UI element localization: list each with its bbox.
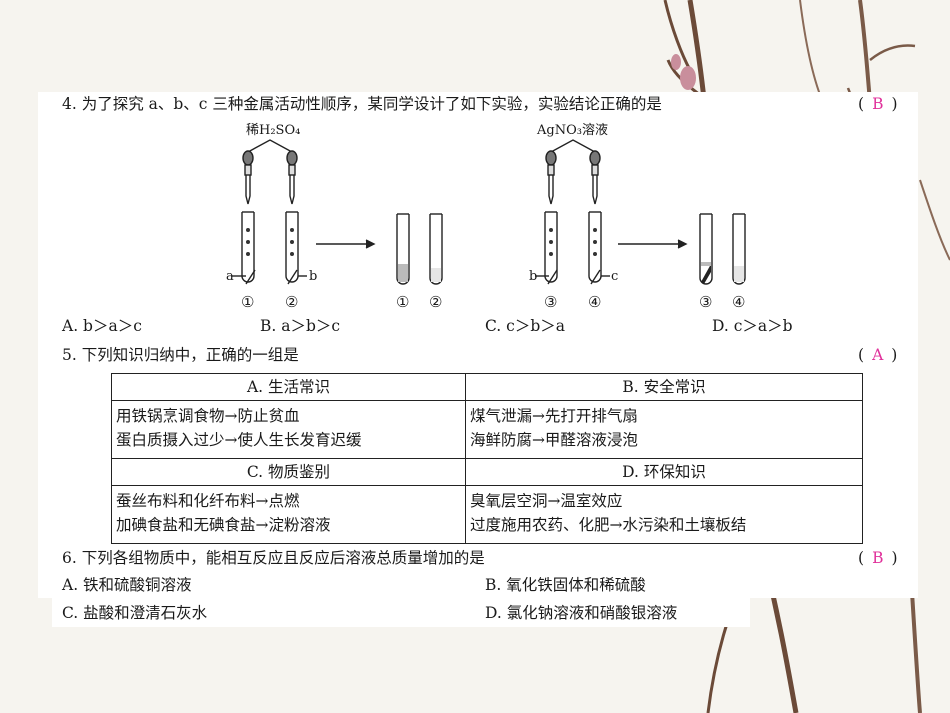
q4-metal-a: a (226, 269, 234, 284)
q4-tube-4 (588, 211, 610, 285)
q5-answer: A (872, 346, 884, 364)
q5-knowledge-table: A. 生活常识 B. 安全常识 用铁锅烹调食物→防止贫血 蛋白质摄入过少→使人生… (111, 373, 864, 544)
q4-result-tube-1 (396, 213, 410, 285)
q4-result-tube-3 (699, 213, 713, 285)
q5-cell-a: 用铁锅烹调食物→防止贫血 蛋白质摄入过少→使人生长发育迟缓 (111, 400, 466, 459)
q4-tube-3 (535, 211, 558, 285)
q5-cell-c-line-1: 蚕丝布料和化纤布料→点燃 (116, 492, 300, 510)
q6-stem: 6. 下列各组物质中，能相互反应且反应后溶液总质量增加的是 (62, 549, 485, 567)
q4-metal-c: c (611, 269, 619, 284)
q4-metal-b-left: b (309, 269, 318, 284)
q4-result-label-4: ④ (732, 293, 746, 311)
q4-tube-label-1: ① (241, 293, 255, 311)
q4-answer: B (872, 95, 884, 113)
q4-connector-left (247, 139, 293, 153)
q4-connector-right (550, 139, 596, 153)
q4-result-tube-4 (732, 213, 746, 285)
q4-reagent-left: 稀H₂SO₄ (246, 123, 301, 138)
q5-header-b: B. 安全常识 (464, 373, 864, 401)
q4-answer-bracket: (B) (858, 95, 898, 113)
q5-answer-bracket: (A) (858, 346, 898, 364)
q5-cell-c: 蚕丝布料和化纤布料→点燃 加碘食盐和无碘食盐→淀粉溶液 (111, 485, 466, 544)
question-card-extension (52, 597, 750, 627)
q4-result-tube-2 (429, 213, 443, 285)
q4-option-c: C. c＞b＞a (485, 317, 566, 335)
q5-cell-b: 煤气泄漏→先打开排气扇 海鲜防腐→甲醛溶液浸泡 (464, 400, 864, 459)
q5-cell-d-line-1: 臭氧层空洞→温室效应 (469, 492, 623, 510)
q4-result-label-3: ③ (699, 293, 713, 311)
q5-cell-c-line-2: 加碘食盐和无碘食盐→淀粉溶液 (116, 516, 331, 534)
q5-cell-d-line-2: 过度施用农药、化肥→水污染和土壤板结 (469, 516, 747, 534)
q6-answer-bracket: (B) (858, 549, 898, 567)
q6-option-d: D. 氯化钠溶液和硝酸银溶液 (485, 604, 678, 622)
q6-option-c: C. 盐酸和澄清石灰水 (62, 604, 208, 622)
q5-header-c: C. 物质鉴别 (111, 458, 466, 486)
q4-result-label-2: ② (429, 293, 443, 311)
q4-option-d: D. c＞a＞b (712, 317, 793, 335)
q4-dropper-3 (545, 150, 557, 205)
q5-cell-a-line-2: 蛋白质摄入过少→使人生长发育迟缓 (116, 431, 362, 449)
q4-tube-label-3: ③ (544, 293, 558, 311)
q4-option-a: A. b＞a＞c (62, 317, 142, 335)
q5-stem: 5. 下列知识归纳中，正确的一组是 (62, 346, 299, 364)
q6-option-a: A. 铁和硫酸铜溶液 (62, 576, 192, 594)
q4-tube-label-4: ④ (588, 293, 602, 311)
q5-cell-b-line-1: 煤气泄漏→先打开排气扇 (469, 407, 638, 425)
q4-tube-label-2: ② (285, 293, 299, 311)
q5-header-a: A. 生活常识 (111, 373, 466, 401)
q5-header-d: D. 环保知识 (464, 458, 864, 486)
q5-cell-b-line-2: 海鲜防腐→甲醛溶液浸泡 (469, 431, 638, 449)
q4-tube-1 (231, 211, 256, 285)
q5-cell-a-line-1: 用铁锅烹调食物→防止贫血 (116, 407, 300, 425)
q4-dropper-1 (242, 150, 254, 205)
q6-answer: B (872, 549, 884, 567)
q4-option-b: B. a＞b＞c (260, 317, 341, 335)
q4-result-label-1: ① (396, 293, 410, 311)
q4-stem: 4. 为了探究 a、b、c 三种金属活动性顺序，某同学设计了如下实验，实验结论正… (62, 95, 662, 113)
q4-dropper-4 (589, 150, 601, 205)
q5-cell-d: 臭氧层空洞→温室效应 过度施用农药、化肥→水污染和土壤板结 (464, 485, 864, 544)
q6-option-b: B. 氧化铁固体和稀硫酸 (485, 576, 646, 594)
q4-dropper-2 (286, 150, 298, 205)
q4-tube-2 (285, 211, 307, 285)
q4-reagent-right: AgNO₃溶液 (537, 123, 608, 138)
q4-metal-b-right: b (529, 269, 538, 284)
